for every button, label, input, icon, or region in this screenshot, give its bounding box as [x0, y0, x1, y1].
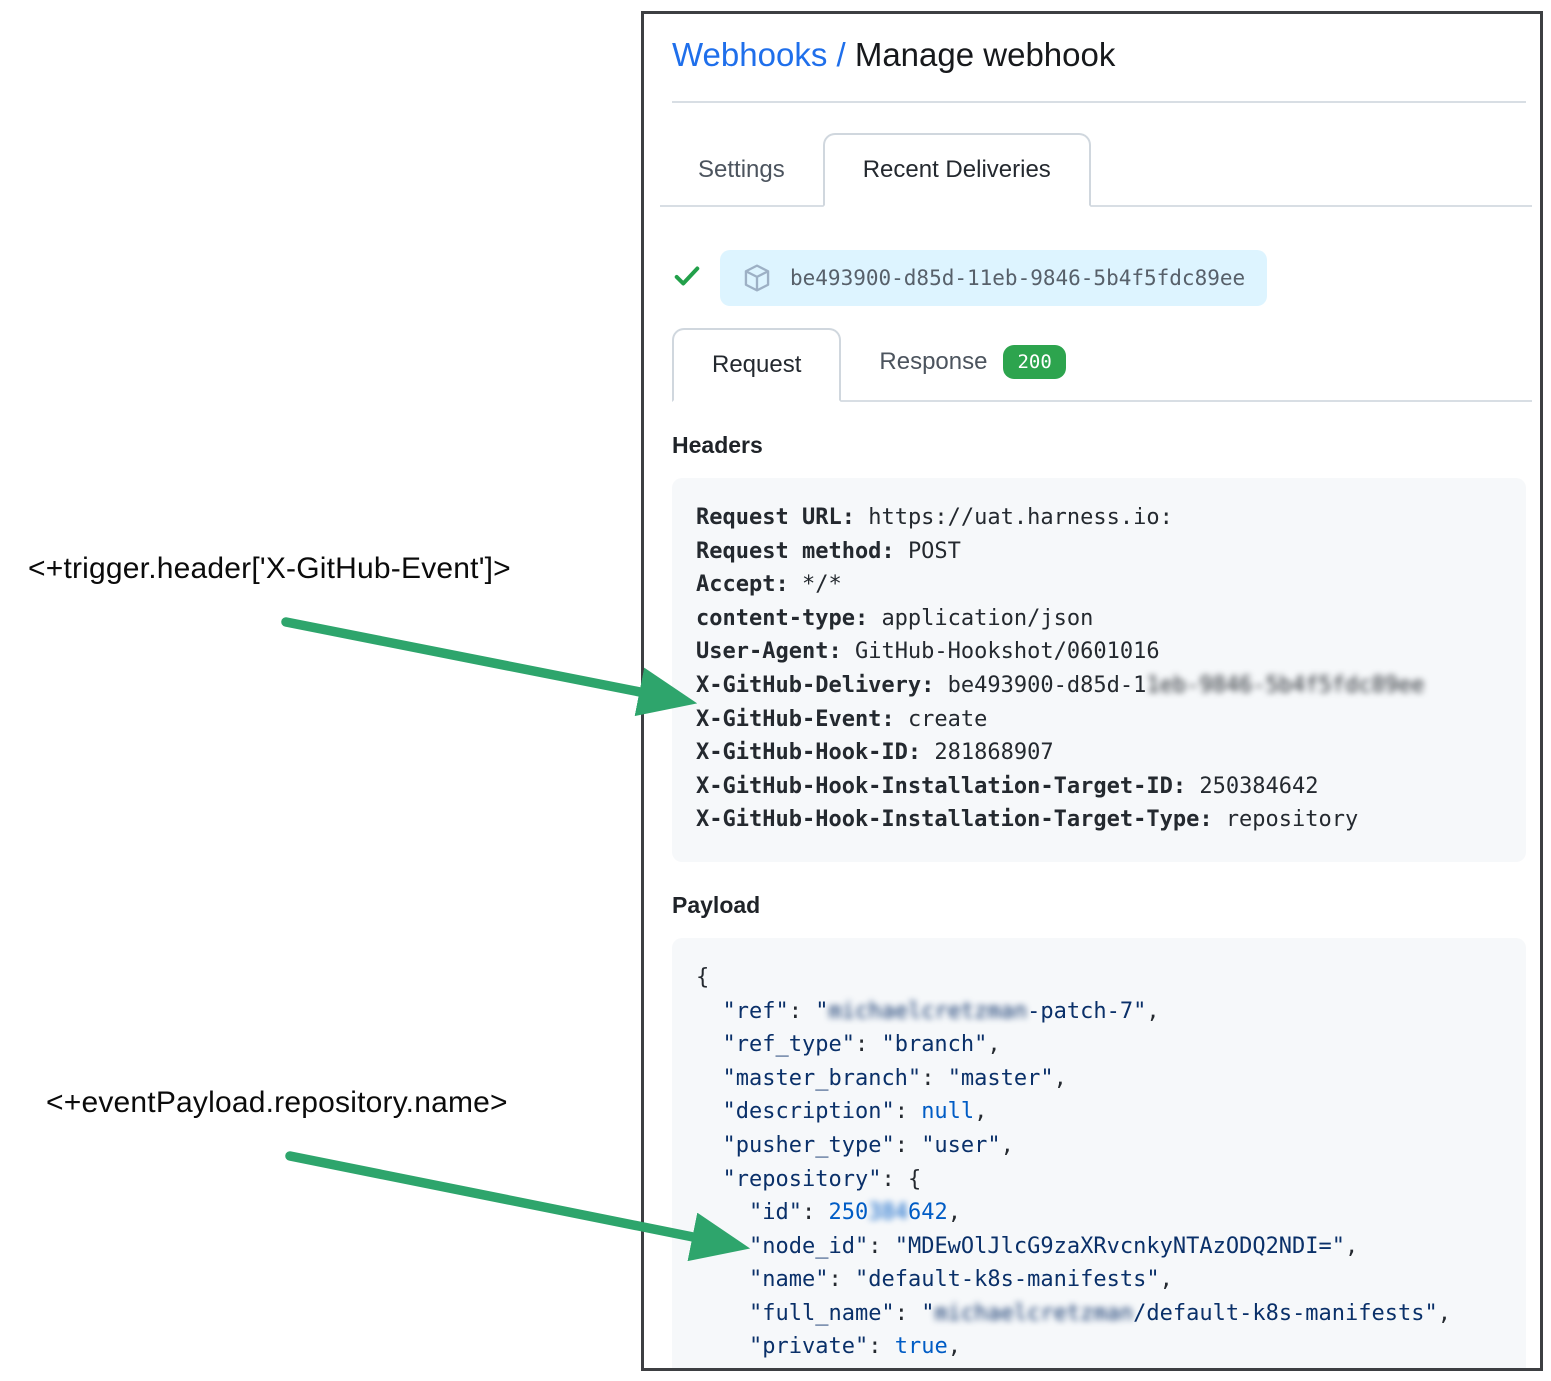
event-payload-expression-label: <+eventPayload.repository.name> [46, 1086, 508, 1119]
header-line: X-GitHub-Hook-Installation-Target-Type: … [696, 807, 1359, 833]
header-line: X-GitHub-Hook-Installation-Target-ID: 25… [696, 773, 1319, 799]
header-line: Accept: */* [696, 572, 842, 598]
headers-code-box: Request URL: https://uat.harness.io: Requ… [672, 478, 1526, 862]
payload-arrow [285, 1151, 751, 1262]
headers-heading: Headers [672, 432, 763, 458]
payload-line: "id": 250384642, [748, 1200, 961, 1226]
header-line: User-Agent: GitHub-Hookshot/0601016 [696, 639, 1160, 665]
delivery-row: be493900-d85d-11eb-9846-5b4f5fdc89ee [672, 250, 1540, 306]
header-line: Request URL: https://uat.harness.io: [696, 505, 1173, 530]
payload-line: "private": true, [748, 1334, 961, 1360]
delivery-guid-pill[interactable]: be493900-d85d-11eb-9846-5b4f5fdc89ee [720, 250, 1268, 306]
payload-line: "full_name": "michaelcretzman/default-k8… [748, 1300, 1452, 1326]
title-divider [672, 101, 1526, 103]
response-status-badge: 200 [1003, 345, 1066, 379]
breadcrumb: Webhooks / Manage webhook [672, 36, 1512, 74]
request-response-tabs: Request Response 200 [672, 324, 1532, 402]
header-line: Request method: POST [696, 538, 961, 564]
package-icon [744, 264, 770, 292]
tab-response[interactable]: Response 200 [841, 324, 1103, 400]
payload-line: "pusher_type": "user", [722, 1132, 1014, 1158]
trigger-arrow [281, 617, 698, 717]
payload-line: "master_branch": "master", [722, 1065, 1067, 1091]
payload-line: "ref": "michaelcretzman-patch-7", [722, 998, 1160, 1024]
page-title: Manage webhook [854, 36, 1116, 73]
tab-settings[interactable]: Settings [698, 156, 785, 183]
payload-line: "description": null, [722, 1099, 988, 1125]
headers-code-lines: Request URL: https://uat.harness.io: Requ… [696, 501, 1508, 837]
manage-webhook-panel: Webhooks / Manage webhook Settings Recen… [641, 11, 1543, 1371]
webhooks-breadcrumb-link[interactable]: Webhooks / [672, 36, 855, 73]
tab-recent-deliveries[interactable]: Recent Deliveries [822, 133, 1091, 207]
delivery-guid: be493900-d85d-11eb-9846-5b4f5fdc89ee [790, 266, 1246, 290]
header-line: X-GitHub-Hook-ID: 281868907 [696, 740, 1054, 766]
tab-request[interactable]: Request [672, 328, 842, 402]
webhook-tabs: Settings Recent Deliveries [660, 133, 1532, 207]
header-line: X-GitHub-Delivery: be493900-d85d-11eb-98… [696, 672, 1425, 698]
payload-line: "owner": { [696, 1364, 1508, 1368]
payload-line: { [696, 964, 710, 990]
payload-line: "repository": { [722, 1166, 922, 1192]
payload-line: "ref_type": "branch", [722, 1032, 1001, 1058]
header-line: X-GitHub-Event: create [696, 706, 988, 732]
header-line: content-type: application/json [696, 605, 1094, 631]
payload-line: "name": "default-k8s-manifests", [748, 1267, 1173, 1293]
payload-code-box: { "ref": "michaelcretzman-patch-7", "ref… [672, 937, 1526, 1368]
trigger-header-expression-label: <+trigger.header['X-GitHub-Event']> [28, 552, 511, 585]
payload-code-lines: { "ref": "michaelcretzman-patch-7", "ref… [696, 961, 1508, 1368]
payload-line: "node_id": "MDEwOlJlcG9zaXRvcnkyNTAzODQ2… [748, 1233, 1359, 1259]
check-icon [672, 261, 702, 296]
payload-heading: Payload [672, 891, 761, 918]
